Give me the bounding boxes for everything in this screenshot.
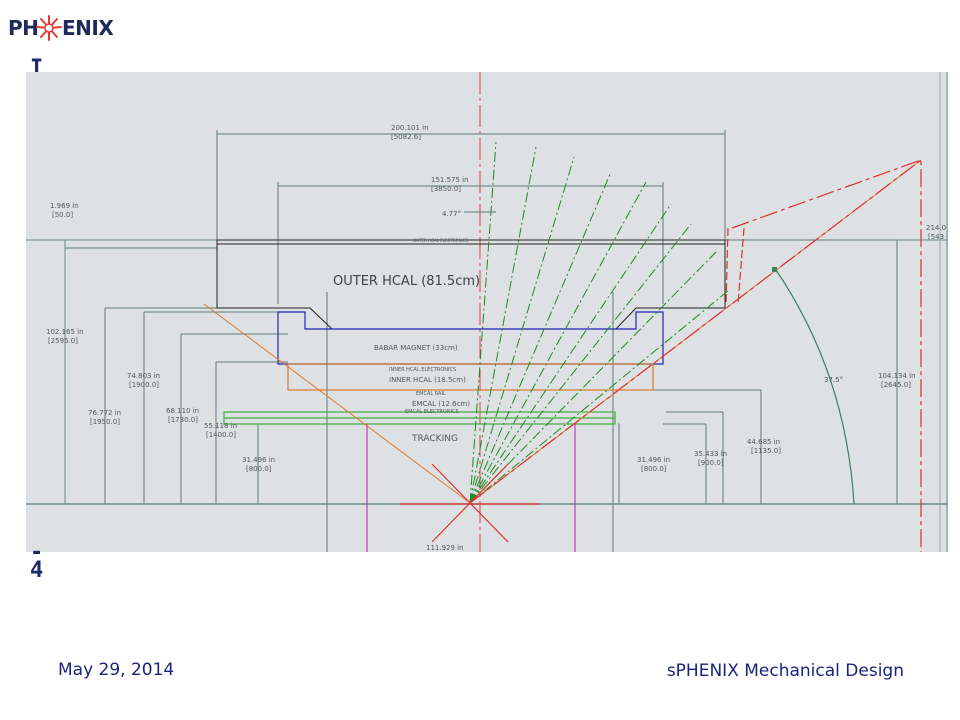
label-emcal-rail: EMCAL RAIL: [416, 391, 446, 397]
emcal-outline: [223, 411, 616, 425]
dim-left-6-mm: [800.0]: [246, 465, 272, 473]
eta-rays: [469, 141, 730, 504]
arc-marker: [772, 267, 777, 272]
dim-top-inner-in: 151.575 in: [431, 176, 469, 184]
footer-date: May 29, 2014: [58, 660, 175, 680]
dim-left-1-mm: [2595.0]: [48, 337, 78, 345]
dim-right-5-mm: [543: [928, 233, 944, 241]
label-inner-hcal-electronics: INNER HCAL ELECTRONICS: [389, 367, 456, 373]
dim-right-4-mm: [2645.0]: [881, 381, 911, 389]
label-outer-hcal-electronics: OUTER HCAL ELECTRONICS: [413, 238, 469, 243]
label-inner-hcal: INNER HCAL (18.5cm): [389, 376, 466, 384]
footer-title: sPHENIX Mechanical Design: [666, 661, 904, 681]
dim-top-outer-in: 200.101 in: [391, 124, 429, 132]
dim-left-3-mm: [1900.0]: [129, 381, 159, 389]
drawing-text: 200.101 in [5082.6] 151.575 in [3850.0] …: [46, 124, 946, 552]
dim-left-5-in: 55.118 in: [204, 422, 237, 430]
side-mark-bottom-dash: -: [30, 540, 44, 565]
dimension-lines: [65, 130, 898, 552]
drawing-svg: 200.101 in [5082.6] 151.575 in [3850.0] …: [26, 72, 948, 552]
dim-right-4-in: 104.134 in: [878, 372, 916, 380]
dim-left-1-in: 102.165 in: [46, 328, 84, 336]
dim-left-6-in: 31.496 in: [242, 456, 275, 464]
dim-top-inner-mm: [3850.0]: [431, 185, 461, 193]
beam-lines: [400, 159, 922, 552]
angle-top-label: 4.77°: [442, 210, 461, 218]
phenix-logo: PH ENIX: [8, 12, 114, 44]
dim-right-3-mm: [1135.0]: [751, 447, 781, 455]
side-mark-bottom-digit: 4: [30, 558, 44, 583]
dim-left-2-mm: [1950.0]: [90, 418, 120, 426]
angle-arc: [773, 266, 855, 505]
logo-phoenix-icon: [36, 15, 62, 41]
dim-left-2-in: 76.772 in: [88, 409, 121, 417]
dim-left-4-in: 68.110 in: [166, 407, 199, 415]
dim-right-2-in: 35.433 in: [694, 450, 727, 458]
dim-top-outer-mm: [5082.6]: [391, 133, 421, 141]
label-babar-magnet: BABAR MAGNET (33cm): [374, 344, 458, 352]
logo-text-suffix: ENIX: [62, 16, 114, 40]
dim-right-2-mm: [900.0]: [698, 459, 724, 467]
tracking-outline: [366, 424, 576, 552]
dim-right-1-in: 31.496 in: [637, 456, 670, 464]
inner-hcal-outline: [287, 363, 654, 391]
label-tracking: TRACKING: [411, 434, 458, 444]
label-outer-hcal: OUTER HCAL (81.5cm): [333, 274, 480, 289]
dim-left-top-mm: [50.0]: [52, 211, 73, 219]
dim-left-4-mm: [1730.0]: [168, 416, 198, 424]
dim-left-3-in: 74.803 in: [127, 372, 160, 380]
label-emcal: EMCAL (12.6cm): [412, 400, 470, 408]
dim-left-5-mm: [1400.0]: [206, 431, 236, 439]
label-emcal-electronics: EMCAL ELECTRONICS: [405, 409, 459, 415]
dim-bottom-label: 111.929 in: [426, 544, 464, 552]
logo-text-prefix: PH: [8, 16, 39, 40]
detector-cross-section-drawing: 200.101 in [5082.6] 151.575 in [3850.0] …: [26, 72, 948, 552]
dim-right-3-in: 44.685 in: [747, 438, 780, 446]
angle-right-label: 37.5°: [824, 376, 843, 384]
dim-right-5-in: 214.0: [926, 224, 946, 232]
dim-left-top-in: 1.969 in: [50, 202, 79, 210]
dim-right-1-mm: [800.0]: [641, 465, 667, 473]
